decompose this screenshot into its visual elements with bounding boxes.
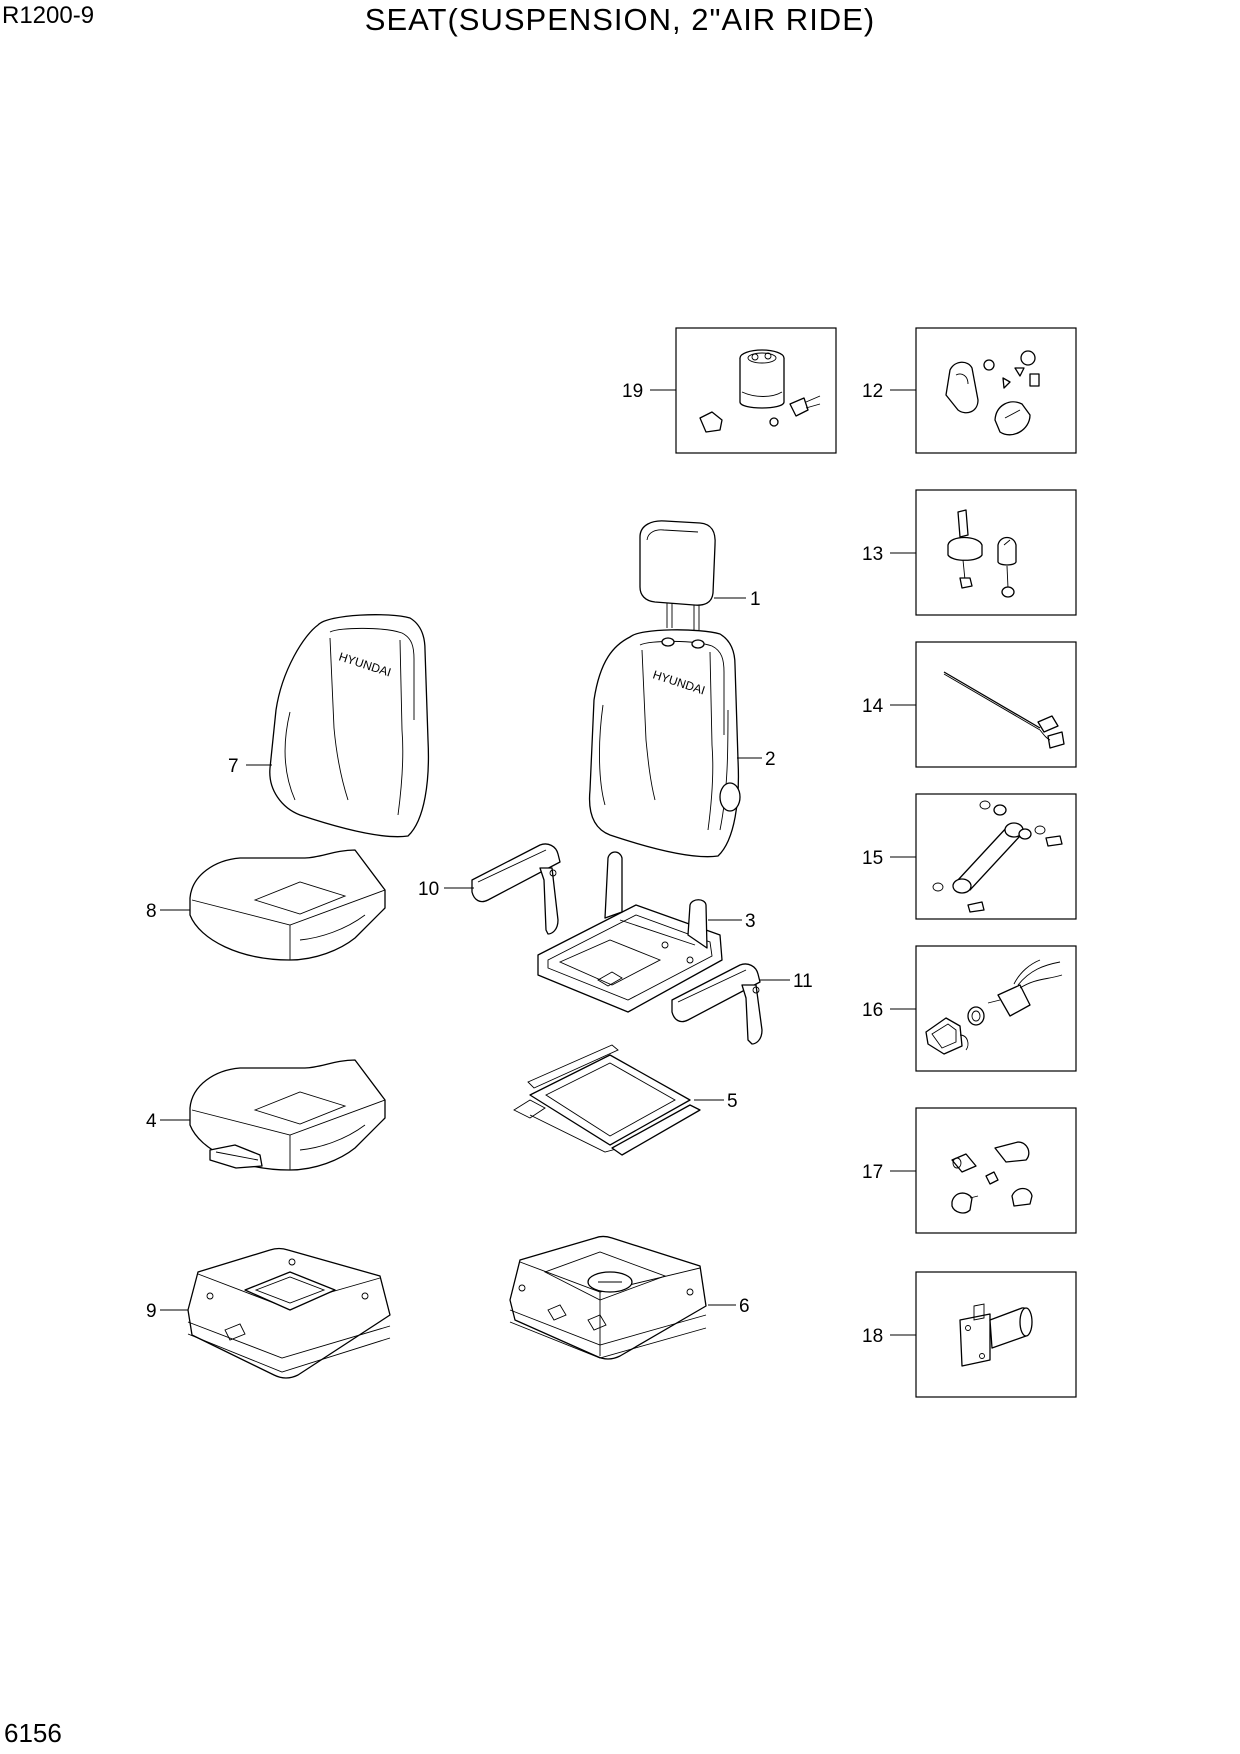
detail-box-17[interactable] [915,1107,1077,1234]
part-12-lever-knobs[interactable] [945,350,1040,436]
part-2-backrest[interactable]: HYUNDAI [588,629,741,858]
part-15-shock-absorber[interactable] [932,800,1063,913]
callout-8: 8 [146,901,157,922]
callout-2: 2 [765,749,776,770]
callout-18: 18 [862,1326,883,1347]
part-7-backrest-cover[interactable]: HYUNDAI [269,614,430,838]
part-3-seat-frame[interactable] [537,851,723,1013]
callout-7: 7 [228,756,239,777]
model-number: R1200-9 [2,2,95,29]
callout-10: 10 [418,879,439,900]
detail-box-13[interactable] [915,489,1077,616]
part-11-armrest-right[interactable] [671,963,763,1045]
callout-5: 5 [727,1091,738,1112]
callout-6: 6 [739,1296,750,1317]
page-number: 6156 [4,1718,62,1748]
callout-16: 16 [862,1000,883,1021]
callout-9: 9 [146,1301,157,1322]
part-8-seat-cushion-cover[interactable] [189,849,386,961]
callout-11: 11 [793,971,813,992]
page-title: SEAT(SUSPENSION, 2"AIR RIDE) [364,2,876,37]
callout-12: 12 [862,381,883,402]
part-18-valve[interactable] [959,1303,1033,1367]
callout-17: 17 [862,1162,883,1183]
callout-15: 15 [862,848,883,869]
part-14-wire-harness[interactable] [943,671,1065,749]
part-19-air-compressor[interactable] [699,349,821,433]
part-17-fittings[interactable] [951,1141,1033,1214]
detail-box-12[interactable] [915,327,1077,454]
callout-1: 1 [750,589,761,610]
part-16-switch[interactable] [925,959,1063,1055]
part-1-headrest[interactable] [639,520,716,630]
part-4-seat-cushion[interactable] [189,1059,386,1171]
callout-14: 14 [862,696,884,717]
callout-4: 4 [146,1111,157,1132]
callout-13: 13 [862,544,883,565]
callout-19: 19 [622,381,643,402]
part-6-suspension[interactable] [509,1235,707,1360]
part-9-suspension-cover[interactable] [187,1247,391,1379]
callout-3: 3 [745,911,756,932]
part-13-seat-belt[interactable] [947,509,1017,598]
part-10-armrest-left[interactable] [471,843,561,935]
part-5-slide-rail[interactable] [513,1044,701,1156]
